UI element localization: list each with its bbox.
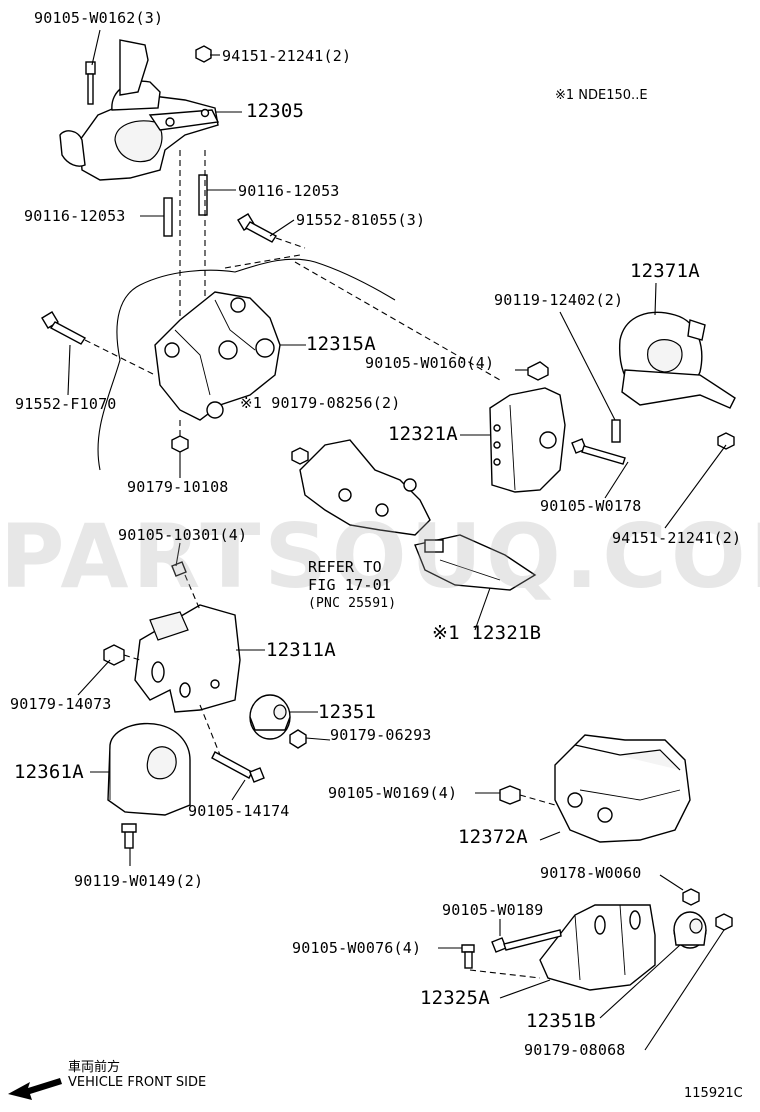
label-94151-21241-top: 94151-21241(2) (222, 47, 352, 65)
center-bracket (291, 439, 431, 536)
leader-lines (67, 29, 727, 1051)
label-90105-W0162: 90105-W0162(3) (34, 9, 164, 27)
bracket-12321A (489, 361, 626, 493)
label-90119-12402: 90119-12402(2) (494, 291, 624, 309)
refer-line-3: (PNC 25591) (308, 596, 397, 611)
label-12321B: ※1 12321B (432, 622, 542, 644)
label-90179-06293: 90179-06293 (330, 726, 432, 744)
front-label-en: VEHICLE FRONT SIDE (68, 1075, 207, 1090)
label-91552-81055: 91552-81055(3) (296, 211, 426, 229)
stud-bolts (163, 150, 208, 340)
label-90105-W0076: 90105-W0076(4) (292, 939, 422, 957)
label-90179-08256: ※1 90179-08256(2) (240, 394, 401, 412)
label-12325A: 12325A (420, 987, 490, 1009)
engine-mount-12305 (59, 39, 220, 181)
label-12372A: 12372A (458, 826, 528, 848)
label-90105-W0178: 90105-W0178 (540, 497, 642, 515)
figure-id: 115921C (684, 1086, 743, 1101)
label-90179-14073: 90179-14073 (10, 695, 112, 713)
label-90105-14174: 90105-14174 (188, 802, 290, 820)
label-12315A: 12315A (306, 333, 376, 355)
label-12351: 12351 (318, 701, 377, 723)
label-90119-W0149: 90119-W0149(2) (74, 872, 204, 890)
front-label-jp: 車両前方 (68, 1060, 121, 1075)
refer-line-1: REFER TO (308, 558, 382, 576)
label-90116-12053-left: 90116-12053 (24, 207, 126, 225)
label-90105-W0189: 90105-W0189 (442, 901, 544, 919)
mount-12371A (611, 311, 736, 450)
label-12305: 12305 (246, 100, 305, 122)
label-90105-W0169: 90105-W0169(4) (328, 784, 458, 802)
bolt-91552-81055 (237, 213, 306, 249)
label-90178-W0060: 90178-W0060 (540, 864, 642, 882)
bracket-12311A (103, 561, 241, 713)
label-90179-10108: 90179-10108 (127, 478, 229, 496)
label-90116-12053-right: 90116-12053 (238, 182, 340, 200)
refer-line-2: FIG 17-01 (308, 576, 392, 594)
bracket-12321B (414, 534, 537, 591)
label-91552-F1070: 91552-F1070 (15, 395, 117, 413)
label-12351B: 12351B (526, 1010, 596, 1032)
mount-12361A (107, 704, 265, 849)
bracket-12325A (461, 888, 700, 991)
vehicle-front-arrow-icon (8, 1078, 62, 1100)
bushing-12351 (249, 694, 307, 749)
label-90179-08068: 90179-08068 (524, 1041, 626, 1059)
label-12311A: 12311A (266, 639, 336, 661)
label-90105-W0160: 90105-W0160(4) (365, 354, 495, 372)
label-12321A: 12321A (388, 423, 458, 445)
label-94151-21241-right: 94151-21241(2) (612, 529, 742, 547)
engine-outline (97, 254, 396, 471)
model-note: ※1 NDE150..E (555, 88, 648, 103)
bracket-12315A (41, 291, 281, 453)
label-12361A: 12361A (14, 761, 84, 783)
bushing-12351B (673, 911, 733, 949)
mount-12372A (499, 734, 691, 843)
label-90105-10301: 90105-10301(4) (118, 526, 248, 544)
label-12371A: 12371A (630, 260, 700, 282)
